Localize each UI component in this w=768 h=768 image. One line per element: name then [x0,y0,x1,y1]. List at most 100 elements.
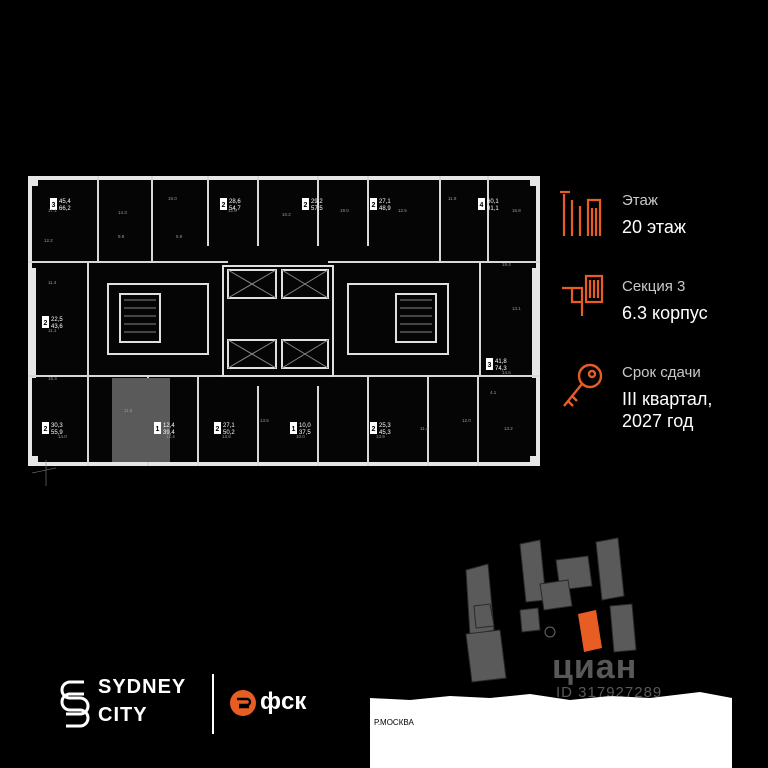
svg-text:13.5: 13.5 [260,418,269,423]
svg-text:14.6: 14.6 [502,370,511,375]
brand-name-line2: CITY [98,704,148,726]
svg-text:13.6: 13.6 [222,434,231,439]
apartment-living-area: 27,1 [379,199,391,205]
apartment-total-area: 57,5 [311,206,323,212]
svg-text:11.5: 11.5 [124,408,133,413]
svg-text:11.4: 11.4 [420,426,429,431]
svg-text:9.8: 9.8 [118,234,125,239]
svg-text:5.9: 5.9 [176,234,183,239]
svg-text:11.1: 11.1 [48,328,57,333]
svg-text:17.1: 17.1 [48,208,57,213]
apartment-rooms: 2 [44,320,48,327]
svg-text:12.2: 12.2 [44,238,53,243]
apartment-rooms: 2 [304,202,308,209]
delivery-label: Срок сдачи [622,364,701,381]
floor-label: Этаж [622,192,658,209]
apartment-total-area: 66,2 [59,206,71,212]
apartment-living-area: 25,3 [379,423,391,429]
apartment-rooms: 4 [480,202,484,209]
apartment-rooms: 1 [156,426,160,433]
apartment-living-area: 10,0 [299,423,311,429]
apartment-living-area: 41,8 [495,359,507,365]
apartment-total-area: 39,4 [163,430,175,436]
apartment-total-area: 55,9 [51,430,63,436]
svg-text:10.0: 10.0 [296,434,305,439]
fsk-logo-icon [230,690,256,716]
cian-watermark-id: ID 317927289 [556,684,663,701]
svg-text:12.0: 12.0 [462,418,471,423]
apartment-total-area: 43,6 [51,324,63,330]
svg-text:12.5: 12.5 [398,208,407,213]
developer-name: фск [260,688,307,715]
section-value: 6.3 корпус [622,303,708,323]
apartment-rooms: 2 [216,426,220,433]
svg-text:13.1: 13.1 [512,306,521,311]
floor-value: 20 этаж [622,217,686,237]
apartment-living-area: 45,4 [59,199,71,205]
svg-text:19.4: 19.4 [502,262,511,267]
svg-text:4.1: 4.1 [490,390,497,395]
apartment-rooms: 2 [44,426,48,433]
apartment-total-area: 50,2 [223,430,235,436]
svg-text:12.6: 12.6 [228,208,237,213]
floor-icon [560,190,602,236]
svg-text:13.2: 13.2 [504,426,513,431]
apartment-total-area: 91,1 [487,206,499,212]
apartment-living-area: 29,2 [311,199,323,205]
river-label: Р.МОСКВА [374,718,414,727]
apartment-living-area: 30,3 [51,423,63,429]
brand-block: SYDNEY CITY фск [60,672,350,736]
apartment-living-area: 12,4 [163,423,175,429]
apartment-rooms: 2 [222,202,226,209]
apartment-living-area: 28,6 [229,199,241,205]
apartment-total-area: 48,9 [379,206,391,212]
highlighted-apartment[interactable] [112,378,170,462]
highlighted-building [578,610,602,652]
delivery-value-line2: 2027 год [622,411,694,431]
sydney-city-logo-icon [60,680,90,728]
apartment-living-area: 60,1 [487,199,499,205]
svg-text:19.0: 19.0 [340,208,349,213]
apartment-rooms: 2 [372,426,376,433]
apartment-total-area: 74,3 [495,366,507,372]
apartment-rooms: 2 [372,202,376,209]
apartment-total-area: 45,3 [379,430,391,436]
section-icon [562,274,604,316]
apartment-living-area: 27,1 [223,423,235,429]
section-label: Секция 3 [622,278,686,295]
svg-text:11.9: 11.9 [448,196,457,201]
svg-text:15.8: 15.8 [512,208,521,213]
svg-text:16.0: 16.0 [168,196,177,201]
cian-watermark-logo: циан [552,648,638,686]
svg-text:10.2: 10.2 [282,212,291,217]
svg-text:14.3: 14.3 [118,210,127,215]
apartment-total-area: 54,7 [229,206,241,212]
svg-text:14.0: 14.0 [58,434,67,439]
apartment-living-area: 22,5 [51,317,63,323]
brand-divider [212,674,214,734]
key-icon [563,363,603,407]
apartment-rooms: 3 [488,362,492,369]
site-map [370,537,732,768]
apartment-rooms: 1 [292,426,296,433]
svg-text:12.4: 12.4 [166,434,175,439]
svg-text:13.9: 13.9 [376,434,385,439]
compass-icon [26,458,57,490]
svg-text:16.3: 16.3 [48,376,57,381]
svg-text:11.4: 11.4 [48,280,57,285]
delivery-value-line1: III квартал, [622,389,713,409]
apartment-total-area: 37,5 [299,430,311,436]
